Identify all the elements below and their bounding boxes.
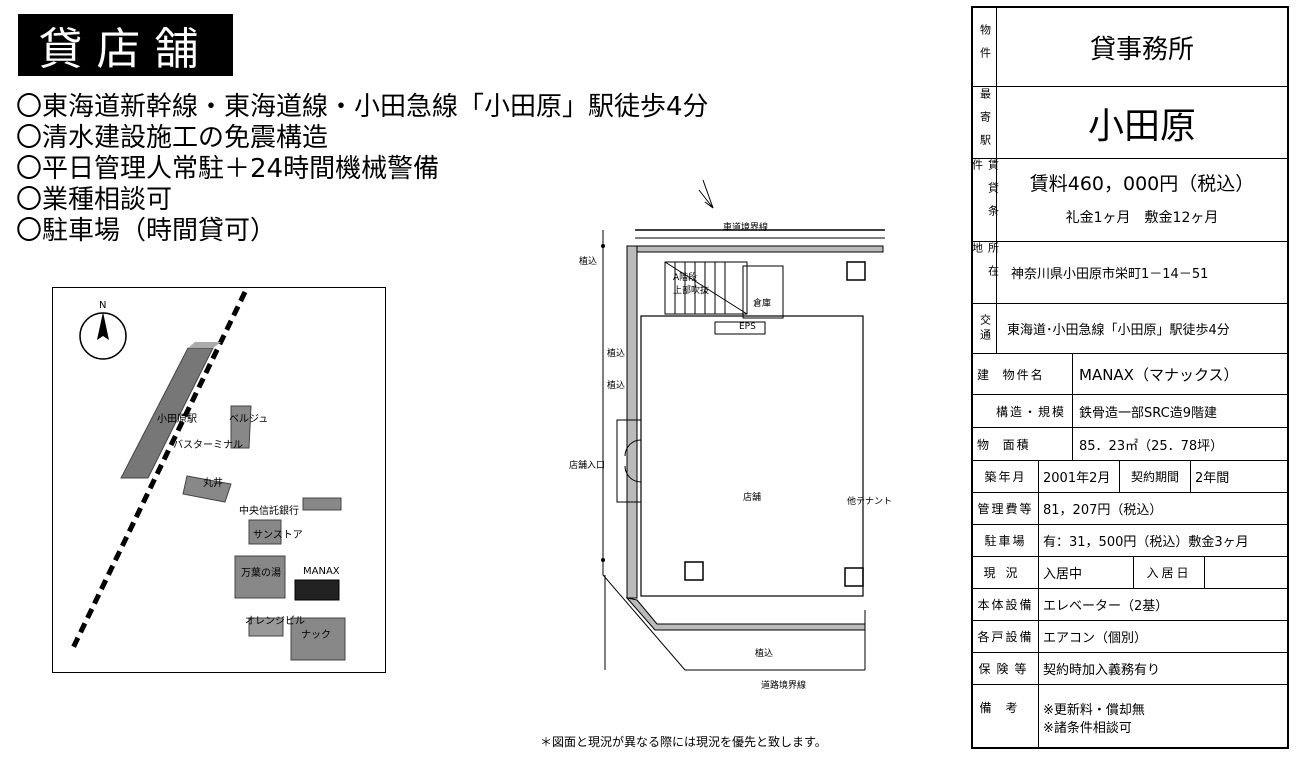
address-value: 神奈川県小田原市栄町1－14－51 [1011,267,1209,282]
unit-label: 各戸設備 [973,621,1039,652]
manax-label: MANAX [303,566,340,577]
feature-item: 〇業種相談可 [16,185,173,215]
row-terms: 賃貸条件 賃料460，000円（税込） 礼金1ヶ月 敷金12ヶ月 [971,159,1287,242]
row-structure: 構造・規模 鉄骨造一部SRC造9階建 [973,395,1287,428]
nakku-label: ナック [301,630,331,641]
kind-label: 物件 [973,8,997,86]
contract-value: 2年間 [1195,471,1230,486]
row-unit: 各戸設備 エアコン（個別） [973,621,1287,653]
feature-item: 〇清水建設施工の免震構造 [16,123,329,153]
movein-label: 入居日 [1133,557,1205,588]
area-label-group: 物 面積 [973,428,1073,460]
row-mgmt: 管理費等 81，207円（税込） [973,493,1287,525]
bus-terminal-label: バスターミナル [173,440,243,451]
area-map: N 小田原駅 バスターミナル ベルジュ 丸井 中央信託銀行 サンストア 万葉の湯… [52,287,386,673]
station-label: 小田原駅 [157,414,197,425]
berge-label: ベルジュ [229,414,269,425]
parking-label: 駐車場 [973,525,1039,556]
insurance-label: 保険等 [973,653,1039,684]
built-value: 2001年2月 [1043,471,1111,486]
feature-list: 〇東海道新幹線・東海道線・小田急線「小田原」駅徒歩4分 〇清水建設施工の免震構造… [16,92,836,247]
feature-item: 〇東海道新幹線・東海道線・小田急線「小田原」駅徒歩4分 [16,92,709,122]
row-built: 築年月 2001年2月 契約期間 2年間 [973,461,1287,493]
name-value: MANAX（マナックス） [1079,365,1239,384]
feature-item: 〇平日管理人常駐＋24時間機械警備 [16,154,440,184]
other-tenant-label: 他テナント [847,497,893,507]
parking-value: 有：31，500円（税込）敷金3ヶ月 [1043,535,1249,550]
shop-label: 店舗 [743,493,762,503]
row-station: 最寄駅 小田原 [973,87,1287,159]
area-value: 85．23㎡（25．78坪） [1079,438,1224,454]
mgmt-label: 管理費等 [973,493,1039,524]
plants-left-label-2: 植込 [607,381,626,391]
notes-value-2: ※諸条件相談可 [1043,720,1132,736]
address-label: 所在地 [971,242,1000,303]
floor-plan: 車道境界線 植込 A階段 上部吹抜 倉庫 EPS 植込 植込 店舗入口 店舗 他… [565,150,895,691]
property-info-table: 物件 貸事務所 最寄駅 小田原 賃貸条件 賃料460，000円（税込） 礼金1ヶ… [971,6,1289,749]
status-label: 現況 [973,557,1039,588]
terms-label: 賃貸条件 [971,159,1000,241]
area-label-prefix: 物 [977,437,992,452]
row-status: 現況 入居中 入居日 [973,557,1287,589]
footnote: ＊図面と現況が異なる際には現況を優先と致します。 [540,735,827,749]
row-parking: 駐車場 有：31，500円（税込）敷金3ヶ月 [973,525,1287,557]
access-label: 交通 [973,304,997,353]
row-address: 所在地 神奈川県小田原市栄町1－14－51 [971,242,1287,304]
road-bottom-label: 道路境界線 [761,681,807,691]
stair-label: A階段 上部吹抜 [673,273,710,296]
plants-top-label: 植込 [579,257,598,267]
row-access: 交通 東海道･小田急線「小田原」駅徒歩4分 [973,304,1287,354]
chuo-bank-label: 中央信託銀行 [239,506,299,517]
row-facility: 本体設備 エレベーター（2基） [973,589,1287,621]
deposit-value: 礼金1ヶ月 敷金12ヶ月 [1065,210,1219,226]
status-value: 入居中 [1043,567,1083,582]
mgmt-value: 81，207円（税込） [1043,503,1163,518]
railway-line [70,290,248,650]
plants-bottom-label: 植込 [755,649,774,659]
station-label: 最寄駅 [973,87,997,158]
row-insurance: 保険等 契約時加入義務有り [973,653,1287,685]
page-title: 貸店舗 [18,14,233,76]
rent-value: 賃料460，000円（税込） [1029,172,1255,195]
orange-label: オレンジビル [245,616,305,627]
plants-left-label-1: 植込 [607,349,626,359]
eps-label: EPS [739,322,756,332]
name-label: 物件名 [1002,367,1045,382]
area-label: 面積 [1002,437,1031,452]
floor-plan-graphic [601,179,885,671]
row-bldg-name: 建 物件名 MANAX（マナックス） [973,354,1287,395]
row-kind: 物件 貸事務所 [973,8,1287,87]
structure-value: 鉄骨造一部SRC造9階建 [1079,405,1217,421]
bldg-label: 建 [977,367,992,382]
sunstreet-label: サンストア [253,530,303,541]
bldg-name-label: 建 物件名 [973,354,1073,394]
marui-label: 丸井 [203,478,223,489]
storage-label: 倉庫 [753,299,772,309]
row-area: 物 面積 85．23㎡（25．78坪） [973,428,1287,461]
facility-label: 本体設備 [973,589,1039,620]
structure-label: 構造・規模 [973,395,1073,427]
facility-value: エレベーター（2基） [1043,599,1169,614]
access-value: 東海道･小田急線「小田原」駅徒歩4分 [1007,323,1230,338]
contract-label: 契約期間 [1119,461,1191,492]
road-top-label: 車道境界線 [723,223,769,233]
unit-value: エアコン（個別） [1043,631,1148,646]
manyo-label: 万葉の湯 [241,568,281,579]
row-notes: 備考 ※更新料・償却無 ※諸条件相談可 [973,685,1287,747]
kind-value: 貸事務所 [1089,34,1194,65]
feature-item: 〇駐車場（時間貸可） [16,216,277,246]
notes-value-1: ※更新料・償却無 [1043,702,1145,718]
insurance-value: 契約時加入義務有り [1043,663,1161,678]
area-map-graphic [70,290,346,661]
compass-n-label: N [99,300,107,311]
notes-label: 備考 [973,685,1039,747]
shop-entrance-label: 店舗入口 [569,461,606,471]
built-label: 築年月 [973,461,1039,492]
station-value: 小田原 [1087,105,1196,147]
